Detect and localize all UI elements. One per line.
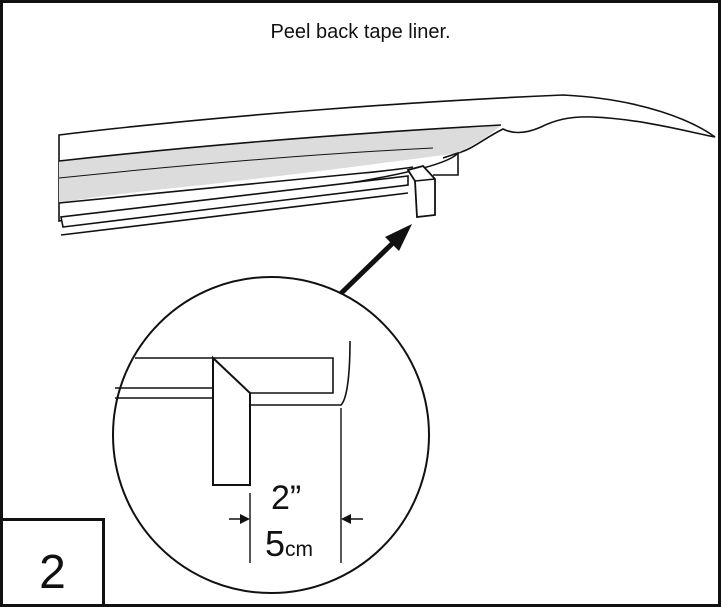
tape-bottom-edge: [60, 192, 409, 236]
trim-shaded-face: [59, 125, 501, 203]
detail-tape-edge: [135, 357, 334, 394]
detail-curve: [250, 340, 351, 406]
liner-tab-fold: [414, 178, 436, 182]
step-number-box: 2: [3, 518, 105, 604]
tape-strip: [60, 175, 409, 228]
trim-edge-line: [58, 124, 502, 162]
dimension-arrow-left: [240, 514, 250, 524]
trim-recess: [433, 151, 459, 176]
detail-lower-line: [115, 387, 213, 399]
instruction-caption: Peel back tape liner.: [270, 21, 451, 43]
dimension-arrow-right: [341, 514, 351, 524]
trim-piece: [58, 94, 716, 236]
dimension-inches: 2”: [271, 479, 301, 517]
trim-underside-line: [58, 166, 414, 204]
detail-liner-tab: [212, 355, 251, 486]
detail-magnifier: 2” 5cm: [112, 276, 430, 594]
step-number: 2: [39, 546, 66, 599]
trim-highlight-line: [58, 147, 434, 179]
arrowhead: [385, 224, 412, 251]
liner-tab: [406, 164, 436, 218]
diagram-drawing: 2” 5cm: [58, 94, 716, 594]
dimension-cm: 5cm: [265, 523, 313, 564]
